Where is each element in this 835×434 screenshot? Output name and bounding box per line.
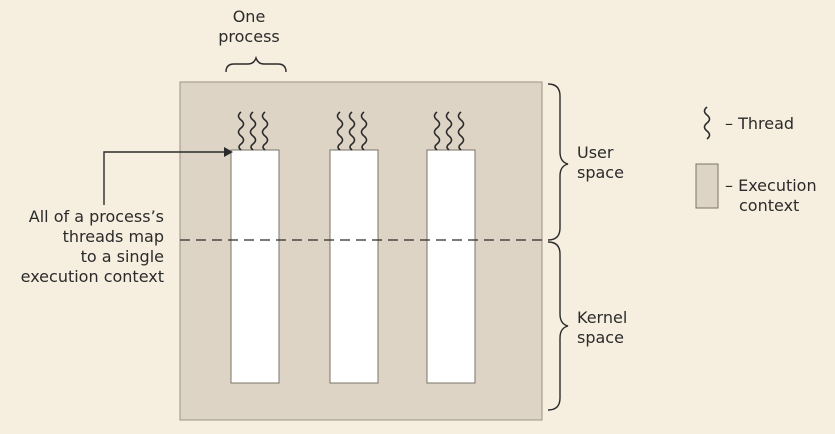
callout-text: All of a process’s threads map to a sing… [4, 207, 164, 287]
callout-line-1: All of a process’s [28, 207, 164, 226]
execution-context-1 [230, 149, 280, 384]
kernel-space-label-line-2: space [577, 328, 624, 347]
legend-execution-context-line-1: – Execution [725, 176, 817, 195]
kernel-space-brace [547, 241, 569, 411]
thread-group-1 [237, 111, 269, 151]
user-space-label-line-2: space [577, 163, 624, 182]
kernel-space-label-line-1: Kernel [577, 308, 628, 327]
callout-line-3: to a single [80, 247, 164, 266]
kernel-space-label: Kernel space [577, 308, 627, 348]
user-space-label-line-1: User [577, 143, 614, 162]
callout-line [103, 151, 224, 205]
process-brace [225, 55, 287, 73]
execution-context-3 [426, 149, 476, 384]
thread-icon [703, 106, 711, 140]
thread-group-3 [433, 111, 465, 151]
callout-arrowhead [224, 147, 233, 157]
legend-thread-label: – Thread [725, 114, 795, 133]
process-label-line-2: process [218, 27, 280, 46]
execution-context-2 [329, 149, 379, 384]
legend-execution-context-label: – Execution context [725, 176, 817, 216]
thread-group-2 [336, 111, 368, 151]
legend-execution-context-line-2: context [739, 196, 800, 215]
execution-context-icon [695, 163, 719, 209]
callout-line-4: execution context [20, 267, 164, 286]
user-space-label: User space [577, 143, 624, 183]
process-label: One process [216, 7, 282, 47]
process-label-line-1: One [232, 7, 266, 26]
callout-line-2: threads map [62, 227, 164, 246]
user-space-brace [547, 83, 569, 241]
